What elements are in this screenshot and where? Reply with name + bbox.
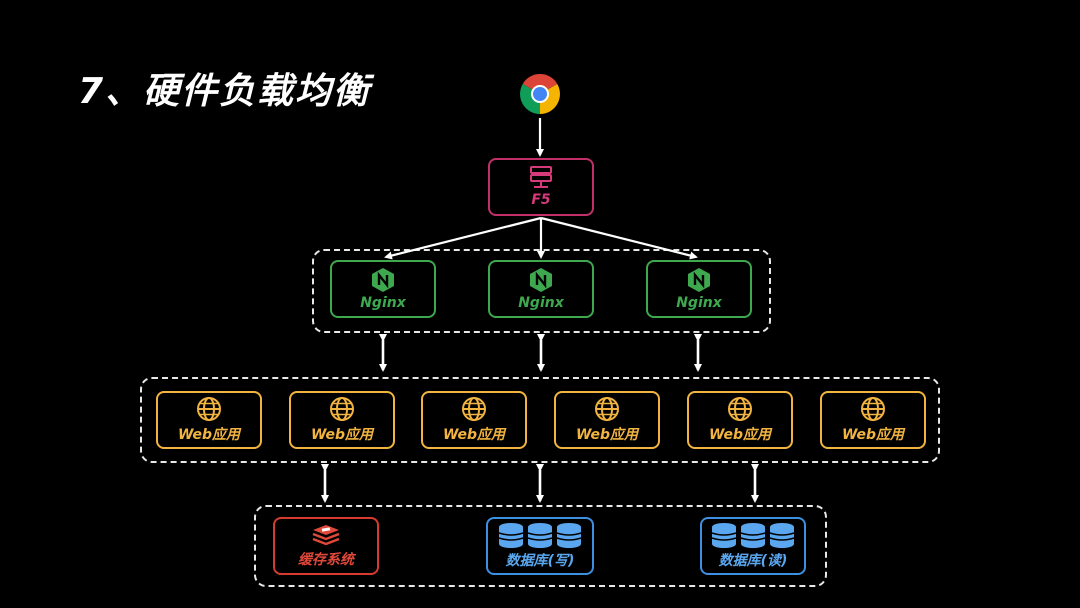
database-write-node: 数据库(写)	[486, 517, 594, 575]
globe-icon	[861, 397, 885, 421]
web-app-label: Web应用	[575, 427, 639, 443]
cache-label: 缓存系统	[298, 552, 354, 568]
web-app-node: Web应用	[687, 391, 793, 449]
globe-icon	[330, 397, 354, 421]
web-app-label: Web应用	[442, 427, 506, 443]
web-app-label: Web应用	[177, 427, 241, 443]
web-app-label: Web应用	[841, 427, 905, 443]
nginx-icon	[530, 268, 552, 292]
chrome-icon	[520, 74, 560, 114]
cache-system-node: 缓存系统	[273, 517, 379, 575]
nginx-node: Nginx	[646, 260, 752, 318]
globe-icon	[728, 397, 752, 421]
web-app-node: Web应用	[289, 391, 395, 449]
web-app-node: Web应用	[421, 391, 527, 449]
redis-icon	[312, 525, 340, 546]
web-app-group	[140, 377, 940, 463]
globe-icon	[462, 397, 486, 421]
database-icon	[711, 523, 795, 548]
nginx-label: Nginx	[518, 295, 564, 311]
db-write-label: 数据库(写)	[505, 553, 575, 569]
f5-label: F5	[531, 192, 551, 208]
web-app-node: Web应用	[820, 391, 926, 449]
globe-icon	[595, 397, 619, 421]
db-read-label: 数据库(读)	[718, 553, 788, 569]
database-read-node: 数据库(读)	[700, 517, 806, 575]
arrow-f5-to-nginx	[384, 216, 542, 260]
nginx-icon	[688, 268, 710, 292]
nginx-label: Nginx	[676, 295, 722, 311]
arrow-f5-to-nginx	[540, 216, 698, 260]
web-app-node: Web应用	[554, 391, 660, 449]
storage-group	[254, 505, 827, 587]
nginx-node: Nginx	[488, 260, 594, 318]
globe-icon	[197, 397, 221, 421]
nginx-label: Nginx	[360, 295, 406, 311]
nginx-icon	[372, 268, 394, 292]
f5-load-balancer: F5	[488, 158, 594, 216]
page-title: 7、硬件负载均衡	[78, 71, 372, 112]
web-app-node: Web应用	[156, 391, 262, 449]
database-icon	[498, 523, 582, 548]
web-app-label: Web应用	[310, 427, 374, 443]
web-app-label: Web应用	[708, 427, 772, 443]
nginx-node: Nginx	[330, 260, 436, 318]
server-icon	[530, 166, 552, 188]
